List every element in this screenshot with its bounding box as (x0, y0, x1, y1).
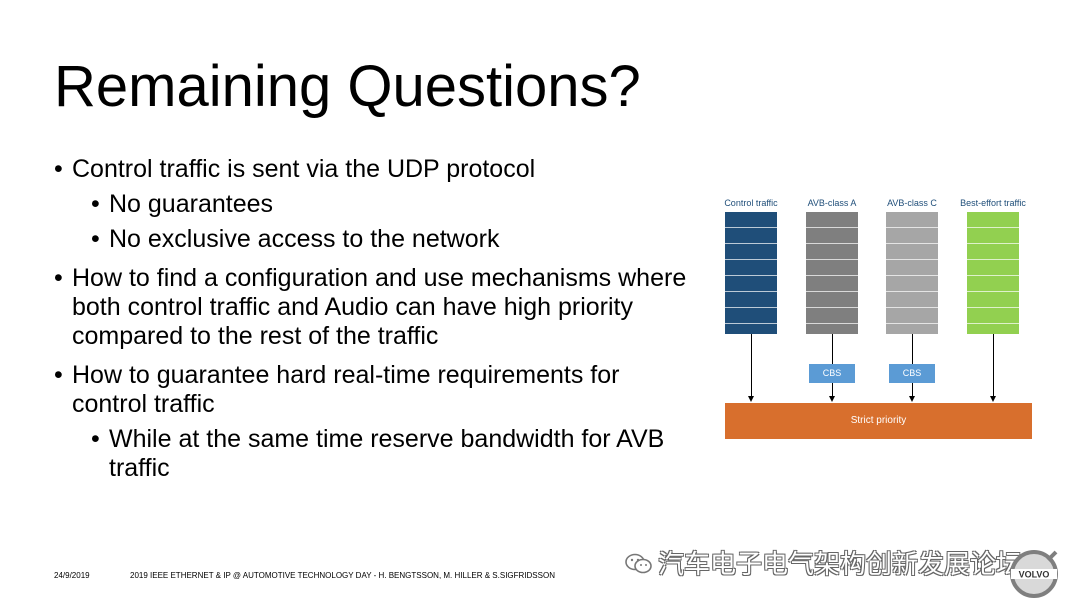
slide-title: Remaining Questions? (54, 54, 641, 119)
arrow-down-icon (990, 396, 996, 402)
arrow-down-icon (909, 396, 915, 402)
queue-slot (725, 244, 777, 260)
bullet-item: •How to find a configuration and use mec… (54, 264, 687, 350)
queue-slot (725, 276, 777, 292)
queue-best-effort (967, 212, 1019, 334)
queue-connector (751, 334, 752, 397)
queue-slot (886, 308, 938, 324)
queue-slot (886, 212, 938, 228)
queue-slot (886, 228, 938, 244)
queue-slot (967, 212, 1019, 228)
queue-slot (806, 212, 858, 228)
queue-label-control: Control traffic (724, 198, 778, 208)
footer-event: 2019 IEEE ETHERNET & IP @ AUTOMOTIVE TEC… (130, 571, 555, 580)
wechat-icon (625, 553, 652, 574)
sub-bullet-item: •While at the same time reserve bandwidt… (91, 425, 665, 482)
cbs-shaper-c: CBS (889, 364, 935, 383)
queue-slot (806, 260, 858, 276)
queue-slot (967, 276, 1019, 292)
queue-slot (806, 276, 858, 292)
queue-slot (725, 212, 777, 228)
queue-slot (725, 292, 777, 308)
queue-label-best-effort: Best-effort traffic (960, 198, 1026, 208)
volvo-logo-icon: VOLVO (1010, 550, 1058, 598)
queue-slot (806, 308, 858, 324)
bullet-dot-icon: • (54, 264, 63, 292)
queue-slot (967, 244, 1019, 260)
cbs-shaper-a: CBS (809, 364, 855, 383)
queue-avb-class-c (886, 212, 938, 334)
queue-slot (886, 244, 938, 260)
queue-slot (806, 244, 858, 260)
traffic-scheduling-diagram: Control traffic AVB-class A CBS AVB-clas… (720, 192, 1040, 452)
strict-priority-scheduler: Strict priority (725, 403, 1032, 439)
queue-label-avb-c: AVB-class C (887, 198, 937, 208)
watermark: 汽车电子电气架构创新发展论坛 (624, 544, 1022, 581)
queue-slot (967, 260, 1019, 276)
bullet-dot-icon: • (91, 425, 100, 453)
queue-slot (806, 292, 858, 308)
queue-slot (886, 292, 938, 308)
queue-slot (967, 292, 1019, 308)
queue-slot (967, 228, 1019, 244)
bullet-dot-icon: • (54, 361, 63, 389)
footer-date: 24/9/2019 (54, 571, 90, 580)
bullet-dot-icon: • (91, 190, 100, 218)
sub-bullet-item: •No guarantees (91, 190, 274, 218)
queue-avb-class-a (806, 212, 858, 334)
queue-slot (806, 228, 858, 244)
bullet-dot-icon: • (54, 155, 63, 183)
bullet-list: •Control traffic is sent via the UDP pro… (54, 155, 694, 489)
bullet-dot-icon: • (91, 225, 100, 253)
bullet-item: •Control traffic is sent via the UDP pro… (54, 155, 536, 183)
queue-slot (886, 260, 938, 276)
queue-slot (725, 260, 777, 276)
queue-slot (967, 308, 1019, 324)
queue-slot (725, 228, 777, 244)
arrow-down-icon (748, 396, 754, 402)
queue-slot (886, 276, 938, 292)
sub-bullet-item: •No exclusive access to the network (91, 225, 500, 253)
queue-connector (993, 334, 994, 397)
queue-control-traffic (725, 212, 777, 334)
arrow-down-icon (829, 396, 835, 402)
svg-text:VOLVO: VOLVO (1019, 570, 1050, 580)
queue-slot (725, 308, 777, 324)
bullet-item: •How to guarantee hard real-time require… (54, 361, 620, 418)
queue-label-avb-a: AVB-class A (807, 198, 857, 208)
